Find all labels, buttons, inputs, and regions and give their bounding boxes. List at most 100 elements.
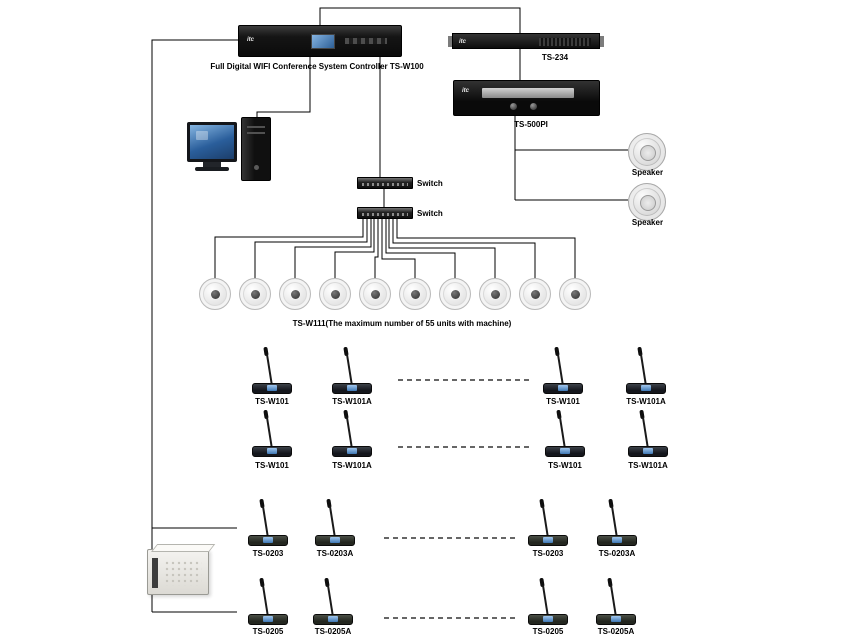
mic-screen — [611, 616, 621, 622]
switch-top-label: Switch — [417, 179, 443, 188]
itc-logo: itc — [459, 39, 467, 45]
ts500pi-label: TS-500PI — [514, 120, 548, 129]
itc-logo: itc — [462, 88, 470, 94]
pc-monitor — [187, 122, 237, 162]
mic-gooseneck — [266, 417, 273, 450]
pc-power-button — [254, 165, 259, 170]
speaker-bottom — [628, 183, 666, 221]
wire-controller-to-pc — [256, 57, 311, 117]
tsw111-unit — [559, 278, 591, 310]
controller-buttons — [345, 38, 387, 44]
wire-left-bus — [151, 39, 238, 612]
mic-label: TS-0203A — [598, 549, 636, 558]
mic-unit — [244, 409, 300, 457]
mic-label: TS-W101 — [255, 461, 289, 470]
mic-label: TS-W101A — [332, 397, 372, 406]
pc-monitor-base — [195, 167, 229, 171]
tsw111-unit — [439, 278, 471, 310]
mic-label: TS-W101 — [548, 461, 582, 470]
mic-screen — [263, 537, 273, 543]
wire-switch-to-unit — [396, 219, 576, 278]
tsw111-unit — [199, 278, 231, 310]
mic-label: TS-W101A — [332, 461, 372, 470]
mic-gooseneck — [262, 585, 269, 618]
mic-unit — [324, 409, 380, 457]
tsw111-unit — [279, 278, 311, 310]
wire-switch-to-unit — [374, 219, 379, 278]
mic-screen — [267, 448, 277, 454]
mic-unit — [618, 346, 674, 394]
power-box — [147, 549, 209, 595]
mic-gooseneck — [610, 585, 617, 618]
wire-switch-to-unit — [381, 219, 416, 278]
mic-gooseneck — [640, 354, 647, 387]
mic-screen — [641, 385, 651, 391]
tsw111-unit — [519, 278, 551, 310]
mic-unit — [588, 577, 644, 625]
mic-screen — [330, 537, 340, 543]
mic-screen — [558, 385, 568, 391]
mic-unit — [520, 577, 576, 625]
amp-knob — [530, 103, 537, 110]
mic-screen — [263, 616, 273, 622]
mic-unit — [620, 409, 676, 457]
speaker-bottom-label: Speaker — [631, 218, 664, 227]
pc-monitor-stand — [203, 162, 221, 167]
mic-unit — [589, 498, 645, 546]
amp-knob — [510, 103, 517, 110]
mic-unit — [520, 498, 576, 546]
mic-unit — [240, 498, 296, 546]
mic-unit — [240, 577, 296, 625]
device-ts-500pi: itc — [453, 80, 600, 116]
mic-label: TS-W101A — [628, 461, 668, 470]
wire-switch-to-unit — [334, 219, 375, 278]
mic-gooseneck — [557, 354, 564, 387]
mic-unit — [324, 346, 380, 394]
mic-screen — [543, 616, 553, 622]
mic-label: TS-0205A — [314, 627, 352, 636]
controller-label: Full Digital WIFI Conference System Cont… — [210, 62, 424, 71]
mic-gooseneck — [542, 585, 549, 618]
mic-screen — [643, 448, 653, 454]
mic-label: TS-0203 — [252, 549, 284, 558]
mic-gooseneck — [329, 506, 336, 539]
wire-switch-to-unit — [385, 219, 456, 278]
mic-gooseneck — [346, 417, 353, 450]
mic-gooseneck — [611, 506, 618, 539]
tsw111-unit — [319, 278, 351, 310]
mic-label: TS-W101A — [626, 397, 666, 406]
mic-label: TS-W101 — [255, 397, 289, 406]
mic-gooseneck — [266, 354, 273, 387]
mic-screen — [543, 537, 553, 543]
tsw111-unit — [239, 278, 271, 310]
tsw111-unit — [399, 278, 431, 310]
mic-gooseneck — [327, 585, 334, 618]
network-switch-bottom — [357, 207, 413, 219]
speaker-top-label: Speaker — [631, 168, 664, 177]
power-box-connector — [152, 558, 158, 588]
power-box-vents — [164, 560, 202, 586]
network-switch-top — [357, 177, 413, 189]
switch-bottom-label: Switch — [417, 209, 443, 218]
mic-unit — [305, 577, 361, 625]
wire-switch-to-unit — [254, 219, 368, 278]
pc-screen — [190, 125, 234, 159]
mic-unit — [244, 346, 300, 394]
wire-switch-to-unit — [388, 219, 496, 278]
mic-screen — [347, 385, 357, 391]
mic-label: TS-W101 — [546, 397, 580, 406]
pc-drive-slot — [247, 126, 265, 128]
mic-screen — [560, 448, 570, 454]
mic-label: TS-0203A — [316, 549, 354, 558]
amp-panel — [482, 88, 574, 98]
pc-drive-slot — [247, 132, 265, 134]
mic-label: TS-0205 — [252, 627, 284, 636]
wire-switch-to-unit — [294, 219, 372, 278]
mic-unit — [307, 498, 363, 546]
controller-ts-w100: itc — [238, 25, 402, 57]
mic-label: TS-0205A — [597, 627, 635, 636]
mic-screen — [267, 385, 277, 391]
mic-label: TS-0205 — [532, 627, 564, 636]
mic-gooseneck — [559, 417, 566, 450]
controller-screen — [311, 34, 335, 49]
